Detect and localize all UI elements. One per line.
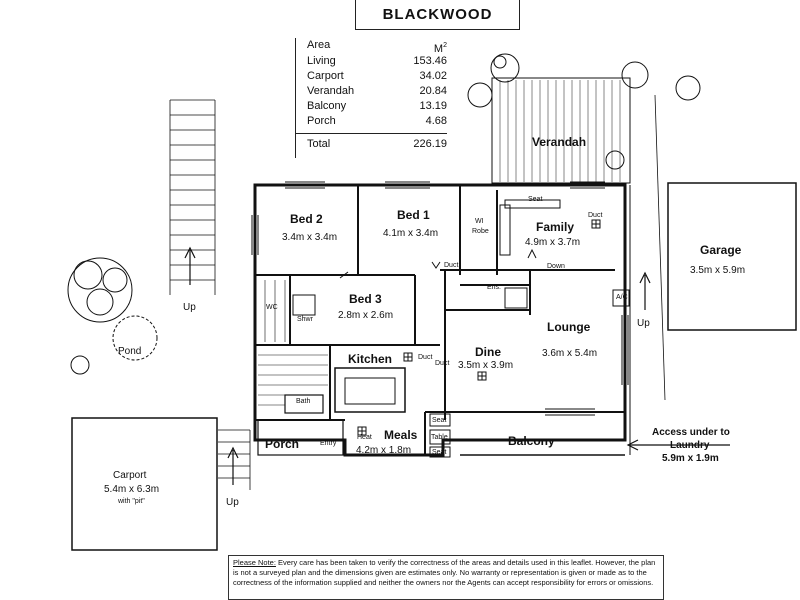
wi-robe-label-2: Robe <box>472 228 489 235</box>
duct-label: Duct <box>418 354 433 361</box>
col-unit-label: M2 <box>433 42 447 55</box>
room-meals-size: 4.2m x 1.8m <box>356 445 412 456</box>
heat-label: Heat <box>357 434 372 441</box>
ac-label: A/C <box>616 294 628 301</box>
room-bed2-name: Bed 2 <box>290 212 323 226</box>
carport-note: with "pit" <box>118 498 145 505</box>
up-label: Up <box>637 318 650 329</box>
wi-robe-label-1: WI <box>475 218 484 225</box>
seat-label: Seat <box>528 196 543 203</box>
ensuite-label: Ens. <box>487 284 502 291</box>
access-line1: Access under to <box>652 427 730 438</box>
disclaimer-heading: Please Note: <box>233 558 276 567</box>
table-label: Table <box>431 434 448 441</box>
shower-label: Shwr <box>297 316 313 323</box>
room-garage-name: Garage <box>700 243 742 257</box>
seat-label: Seat <box>432 417 447 424</box>
access-line2: Laundry <box>670 440 710 451</box>
bath-label: Bath <box>296 398 311 405</box>
room-lounge-size: 3.6m x 5.4m <box>542 348 598 359</box>
disclaimer-note: Please Note: Every care has been taken t… <box>228 555 664 600</box>
access-size: 5.9m x 1.9m <box>662 453 719 464</box>
seat-label: Seat <box>432 449 447 456</box>
room-kitchen-name: Kitchen <box>348 352 393 366</box>
disclaimer-text: Every care has been taken to verify the … <box>233 558 656 587</box>
entry-label: Entry <box>320 440 337 447</box>
property-title: BLACKWOOD <box>355 0 520 30</box>
room-family-name: Family <box>536 220 575 234</box>
room-carport-name: Carport <box>113 470 147 481</box>
room-porch-name: Porch <box>265 437 300 451</box>
house-outer-wall <box>253 183 627 457</box>
down-label: Down <box>547 263 565 270</box>
table-divider <box>295 38 296 158</box>
room-garage-size: 3.5m x 5.9m <box>690 265 746 276</box>
col-area-label: Area <box>307 39 331 51</box>
room-dine-name: Dine <box>475 345 502 359</box>
room-carport-size: 5.4m x 6.3m <box>104 484 160 495</box>
table-header: Area M2 <box>295 38 447 55</box>
room-lounge-name: Lounge <box>547 320 591 334</box>
duct-label: Duct <box>435 360 450 367</box>
carport-outline <box>71 417 218 551</box>
room-dine-size: 3.5m x 3.9m <box>458 360 514 371</box>
garage-outline <box>667 182 797 331</box>
up-label: Up <box>226 497 239 508</box>
room-meals-name: Meals <box>384 428 418 442</box>
duct-label: Duct <box>444 262 459 269</box>
room-bed1-size: 4.1m x 3.4m <box>383 228 439 239</box>
room-bed1-name: Bed 1 <box>397 208 430 222</box>
pond-label: Pond <box>118 346 142 357</box>
room-bed2-size: 3.4m x 3.4m <box>282 232 338 243</box>
verandah-name: Verandah <box>532 135 587 149</box>
room-family-size: 4.9m x 3.7m <box>525 237 581 248</box>
verandah-outline <box>491 77 631 184</box>
room-bed3-size: 2.8m x 2.6m <box>338 310 394 321</box>
wc-label: WC <box>266 304 278 311</box>
duct-label: Duct <box>588 212 603 219</box>
room-bed3-name: Bed 3 <box>349 292 382 306</box>
up-label: Up <box>183 302 196 313</box>
room-balcony-name: Balcony <box>508 434 555 448</box>
